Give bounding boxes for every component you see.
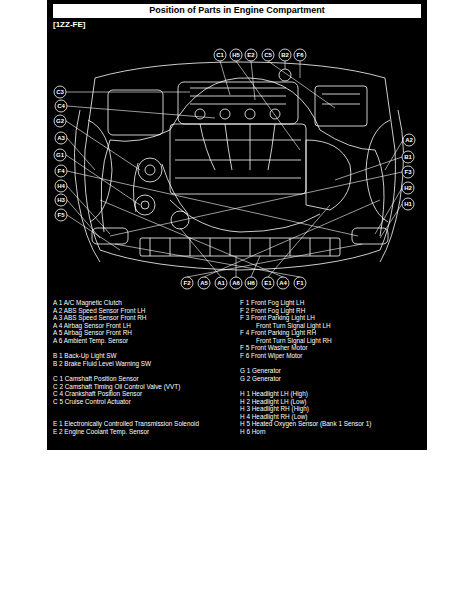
legend-entry: C 2 Camshaft Timing Oil Control Valve (V… (53, 384, 180, 390)
callout-number: A1 (214, 280, 228, 286)
callout-number: A4 (276, 280, 290, 286)
legend-entry: A 3 ABS Speed Sensor Front RH (53, 315, 146, 321)
legend-entry: H 3 Headlight RH (High) (240, 406, 309, 412)
callout-number: A5 (197, 280, 211, 286)
callout-number: A3 (54, 135, 68, 141)
legend-entry: G 2 Generator (240, 376, 281, 382)
legend-entry: H 1 Headlight LH (High) (240, 391, 308, 397)
callout-number: F4 (54, 168, 68, 174)
legend-entry: F 1 Front Fog Light LH (240, 300, 304, 306)
legend-entry: A 1 A/C Magnetic Clutch (53, 300, 122, 306)
legend-entry: F 4 Front Parking Light RH (240, 330, 316, 336)
callout-number: C5 (261, 52, 275, 58)
legend-entry: H 2 Headlight LH (Low) (240, 399, 306, 405)
legend-entry: C 5 Cruise Control Actuator (53, 399, 131, 405)
legend-entry: E 2 Engine Coolant Temp. Sensor (53, 429, 149, 435)
callout-number: C3 (53, 89, 67, 95)
callout-number: H4 (54, 183, 68, 189)
legend-entry: E 1 Electronically Controlled Transmissi… (53, 421, 199, 427)
callout-number: H2 (401, 185, 415, 191)
callout-number: G2 (53, 118, 67, 124)
callout-number: F2 (180, 280, 194, 286)
callout-circles (54, 49, 415, 289)
callout-number: H5 (229, 52, 243, 58)
callout-number: B2 (278, 52, 292, 58)
callout-number: C4 (54, 103, 68, 109)
legend-entry: B 1 Back-Up Light SW (53, 353, 117, 359)
callout-number: E1 (261, 280, 275, 286)
callout-number: H6 (244, 280, 258, 286)
callout-number: H1 (401, 201, 415, 207)
panel-ground (47, 0, 427, 450)
leader-lines (66, 61, 403, 277)
callout-number: C1 (213, 52, 227, 58)
callout-number: G1 (53, 152, 67, 158)
callout-number: F3 (401, 169, 415, 175)
engine-code: [1ZZ-FE] (53, 21, 85, 29)
callout-number: A6 (229, 280, 243, 286)
legend-entry: A 6 Ambient Temp. Sensor (53, 338, 128, 344)
callout-number: F6 (293, 52, 307, 58)
page-title: Position of Parts in Engine Compartment (53, 6, 421, 15)
legend-entry: F 6 Front Wiper Motor (240, 353, 303, 359)
legend-entry: Front Turn Signal Light RH (256, 338, 332, 344)
callout-number: F1 (293, 280, 307, 286)
legend-entry: F 3 Front Parking Light LH (240, 315, 315, 321)
legend-entry: A 4 Airbag Sensor Front LH (53, 323, 131, 329)
legend-entry: B 2 Brake Fluid Level Warning SW (53, 361, 151, 367)
legend-entry: H 5 Heated Oxygen Sensor (Bank 1 Sensor … (240, 421, 371, 427)
callout-number: H3 (54, 197, 68, 203)
legend-entry: A 5 Airbag Sensor Front RH (53, 330, 132, 336)
legend-entry: Front Turn Signal Light LH (256, 323, 331, 329)
legend-entry: C 1 Camshaft Position Sensor (53, 376, 139, 382)
callout-number: A2 (402, 137, 416, 143)
callout-number: B1 (401, 154, 415, 160)
callout-number: F5 (54, 212, 68, 218)
legend-entry: F 5 Front Washer Motor (240, 345, 308, 351)
legend-entry: H 4 Headlight RH (Low) (240, 414, 307, 420)
title-bar (53, 4, 421, 18)
engine-drawing (74, 62, 403, 270)
legend-entry: C 4 Crankshaft Position Sensor (53, 391, 142, 397)
callout-number: E2 (244, 52, 258, 58)
legend-entry: H 6 Horn (240, 429, 266, 435)
legend-entry: A 2 ABS Speed Sensor Front LH (53, 308, 145, 314)
legend-entry: F 2 Front Fog Light RH (240, 308, 305, 314)
legend-entry: G 1 Generator (240, 368, 281, 374)
